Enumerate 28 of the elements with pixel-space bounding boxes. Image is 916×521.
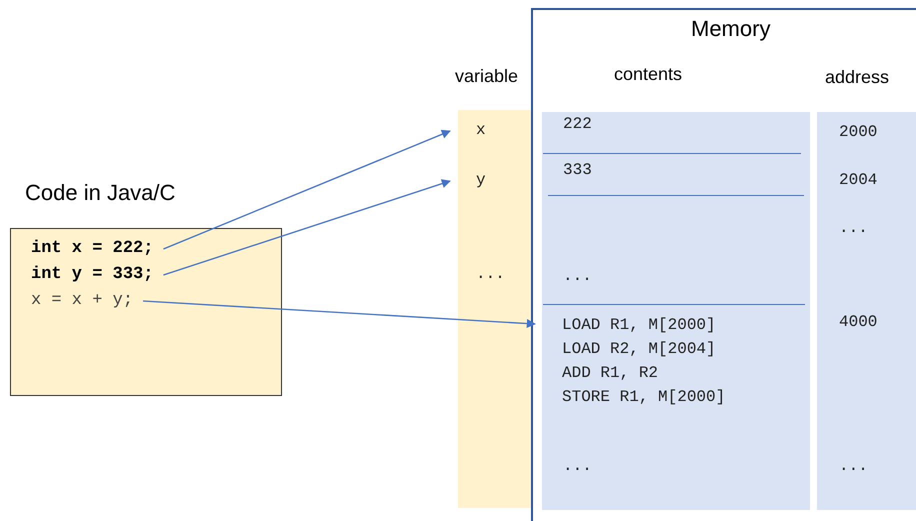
- ellipsis-text: ...: [839, 456, 868, 477]
- column-header: variable: [455, 66, 518, 87]
- instruction-text: STORE R1, M[2000]: [562, 387, 726, 408]
- address-text: 2004: [839, 170, 878, 191]
- memory-frame: [531, 8, 916, 521]
- arrow: [163, 130, 451, 250]
- instruction-text: LOAD R1, M[2000]: [562, 315, 716, 336]
- ellipsis-text: ...: [476, 264, 505, 285]
- address-text: 4000: [839, 312, 878, 333]
- code-line: int x = 222;: [31, 238, 154, 260]
- ellipsis-text: ...: [563, 456, 592, 477]
- variable-name: y: [476, 170, 486, 191]
- instruction-text: LOAD R2, M[2004]: [562, 339, 716, 360]
- value-text: 333: [563, 160, 592, 181]
- code-line: int y = 333;: [31, 264, 154, 286]
- arrow: [163, 179, 451, 276]
- ellipsis-text: ...: [563, 266, 592, 287]
- column-header: address: [825, 67, 890, 88]
- instruction-text: ADD R1, R2: [562, 363, 658, 384]
- arrow: [143, 300, 536, 328]
- variable-name: x: [476, 120, 486, 141]
- ellipsis-text: ...: [839, 218, 868, 239]
- panel-title: Memory: [691, 16, 770, 42]
- code-heading: Code in Java/C: [25, 180, 176, 206]
- column-header: contents: [614, 64, 682, 85]
- value-text: 222: [563, 114, 592, 135]
- address-text: 2000: [839, 122, 878, 143]
- code-line: x = x + y;: [31, 290, 134, 312]
